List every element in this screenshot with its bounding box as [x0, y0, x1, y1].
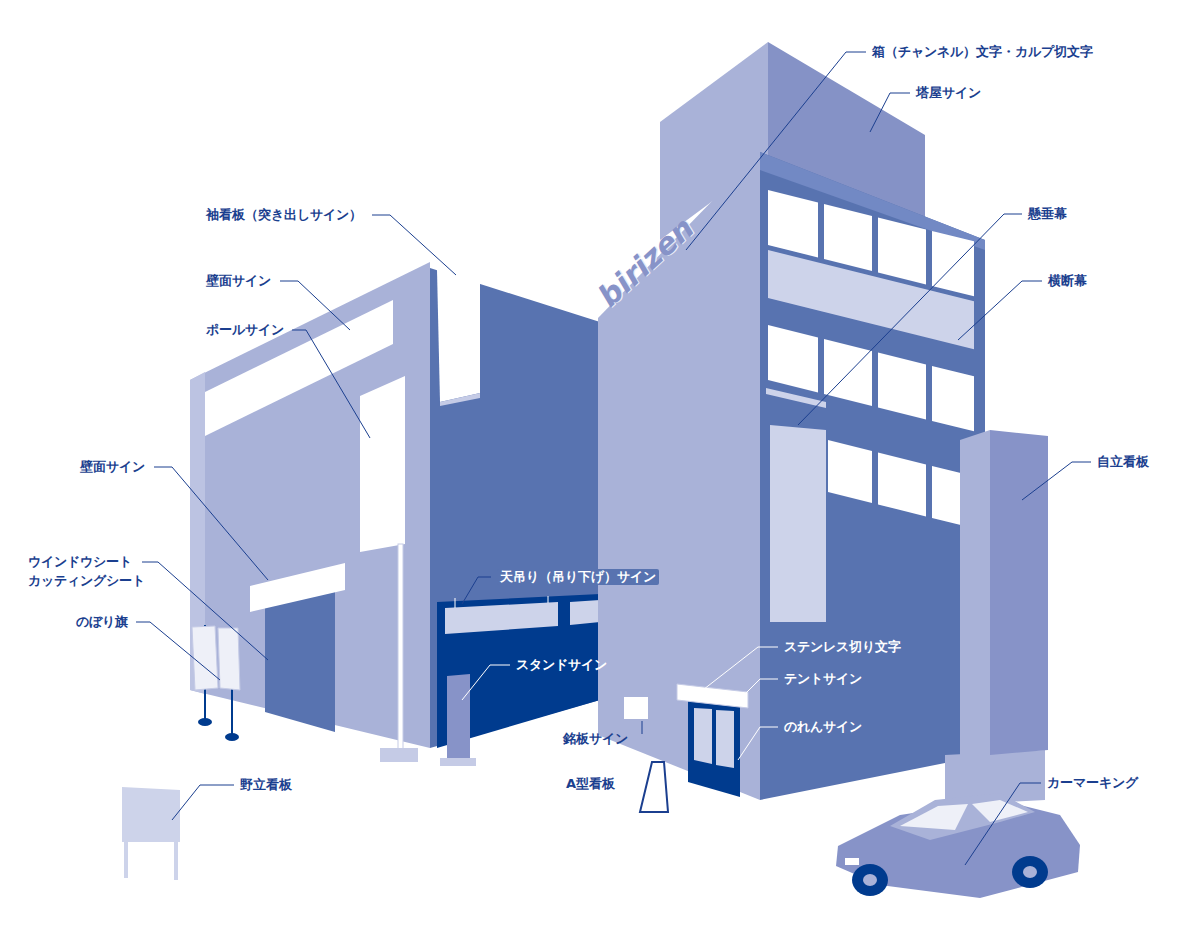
window	[768, 190, 818, 257]
window	[768, 325, 818, 392]
flag-base	[198, 718, 212, 726]
a-frame-board	[644, 766, 662, 808]
pole-base	[380, 748, 418, 762]
car-window	[972, 800, 1028, 822]
callout-label: 塔屋サイン	[916, 85, 981, 101]
leader-line	[965, 783, 1041, 865]
hanging-sign	[570, 600, 600, 625]
leader-line	[462, 665, 510, 700]
noren-curtain	[694, 708, 712, 764]
callout-label: 野立看板	[240, 777, 292, 793]
banner-flag	[218, 628, 240, 690]
field-sign	[122, 787, 180, 842]
window	[878, 352, 926, 419]
callout-label: 懸垂幕	[1028, 206, 1067, 222]
callout-label: ポールサイン	[206, 322, 284, 338]
vertical-banner	[770, 425, 826, 622]
car-hub	[863, 874, 877, 886]
leader-line	[690, 647, 778, 700]
tower-sign-face	[990, 430, 1048, 755]
callout-label: 天吊り（吊り下げ）サイン	[497, 569, 659, 585]
car-wheel	[1012, 856, 1048, 888]
leader-line	[292, 330, 370, 438]
callout-label: 壁面サイン	[206, 273, 271, 289]
window	[878, 217, 926, 284]
hanging-wire	[548, 596, 549, 603]
car-roof	[890, 793, 1035, 840]
a-frame-sign	[640, 762, 668, 812]
leader-line	[136, 622, 220, 680]
window	[932, 231, 974, 296]
leader-line	[142, 562, 268, 660]
leader-line	[798, 214, 1022, 425]
field-sign-leg	[174, 842, 178, 880]
flag-base	[225, 733, 239, 741]
leader-line	[1022, 462, 1091, 500]
awning	[677, 684, 748, 708]
leader-line	[870, 93, 910, 132]
pole-sign-panel	[360, 376, 405, 552]
callout-label: ステンレス切り文字	[784, 639, 901, 655]
car	[836, 793, 1080, 898]
callout-label: テントサイン	[784, 671, 862, 687]
car-wheel	[852, 864, 888, 896]
callout-label: 銘板サイン	[563, 731, 628, 747]
field-sign-leg	[124, 842, 128, 878]
leader-line	[745, 679, 778, 694]
callout-label: のれんサイン	[784, 719, 862, 735]
leader-lines	[136, 52, 1091, 865]
hanging-wire	[455, 598, 456, 608]
projecting-sign	[437, 260, 480, 402]
front-wall	[190, 262, 430, 748]
stand-base	[440, 758, 476, 766]
window	[932, 366, 974, 431]
sign-pole	[398, 544, 403, 750]
car-body	[836, 800, 1080, 898]
leader-line	[738, 727, 778, 760]
callout-label: 自立看板	[1097, 454, 1149, 470]
leader-line	[154, 467, 268, 580]
callout-label: A型看板	[566, 776, 615, 792]
car-hub	[1023, 866, 1037, 878]
hanging-sign	[445, 602, 558, 634]
car-window	[900, 804, 968, 830]
callout-label: 横断幕	[1048, 273, 1087, 289]
noren-curtain	[716, 710, 734, 768]
car-plate	[845, 858, 859, 865]
leader-line	[280, 281, 350, 330]
leader-line	[642, 721, 643, 734]
banner-flag	[192, 626, 218, 690]
callout-label: 袖看板（突き出しサイン）	[206, 207, 362, 223]
leader-line	[372, 215, 456, 275]
window	[824, 204, 872, 271]
window	[824, 339, 872, 406]
name-plate	[624, 697, 648, 719]
projecting-sign-edge	[440, 393, 480, 406]
leader-line	[462, 577, 491, 604]
callout-label: 壁面サイン	[80, 459, 145, 475]
callout-label: スタンドサイン	[516, 657, 607, 673]
window	[878, 452, 926, 516]
leader-line	[958, 281, 1042, 340]
tower-sign-side	[960, 430, 990, 755]
building-right-face	[760, 152, 985, 800]
stand-sign	[447, 674, 470, 760]
callout-label: カーマーキング	[1047, 775, 1138, 791]
callout-label: ウインドウシート カッティングシート	[28, 552, 155, 590]
entrance-door	[688, 700, 740, 797]
callout-label: のぼり旗	[76, 614, 128, 630]
window	[828, 440, 872, 503]
wall-sign-lower	[250, 563, 345, 612]
leader-line	[172, 785, 234, 820]
callout-label: 箱（チャンネル）文字・カルプ切文字	[872, 44, 1093, 60]
leader-line	[686, 52, 866, 250]
